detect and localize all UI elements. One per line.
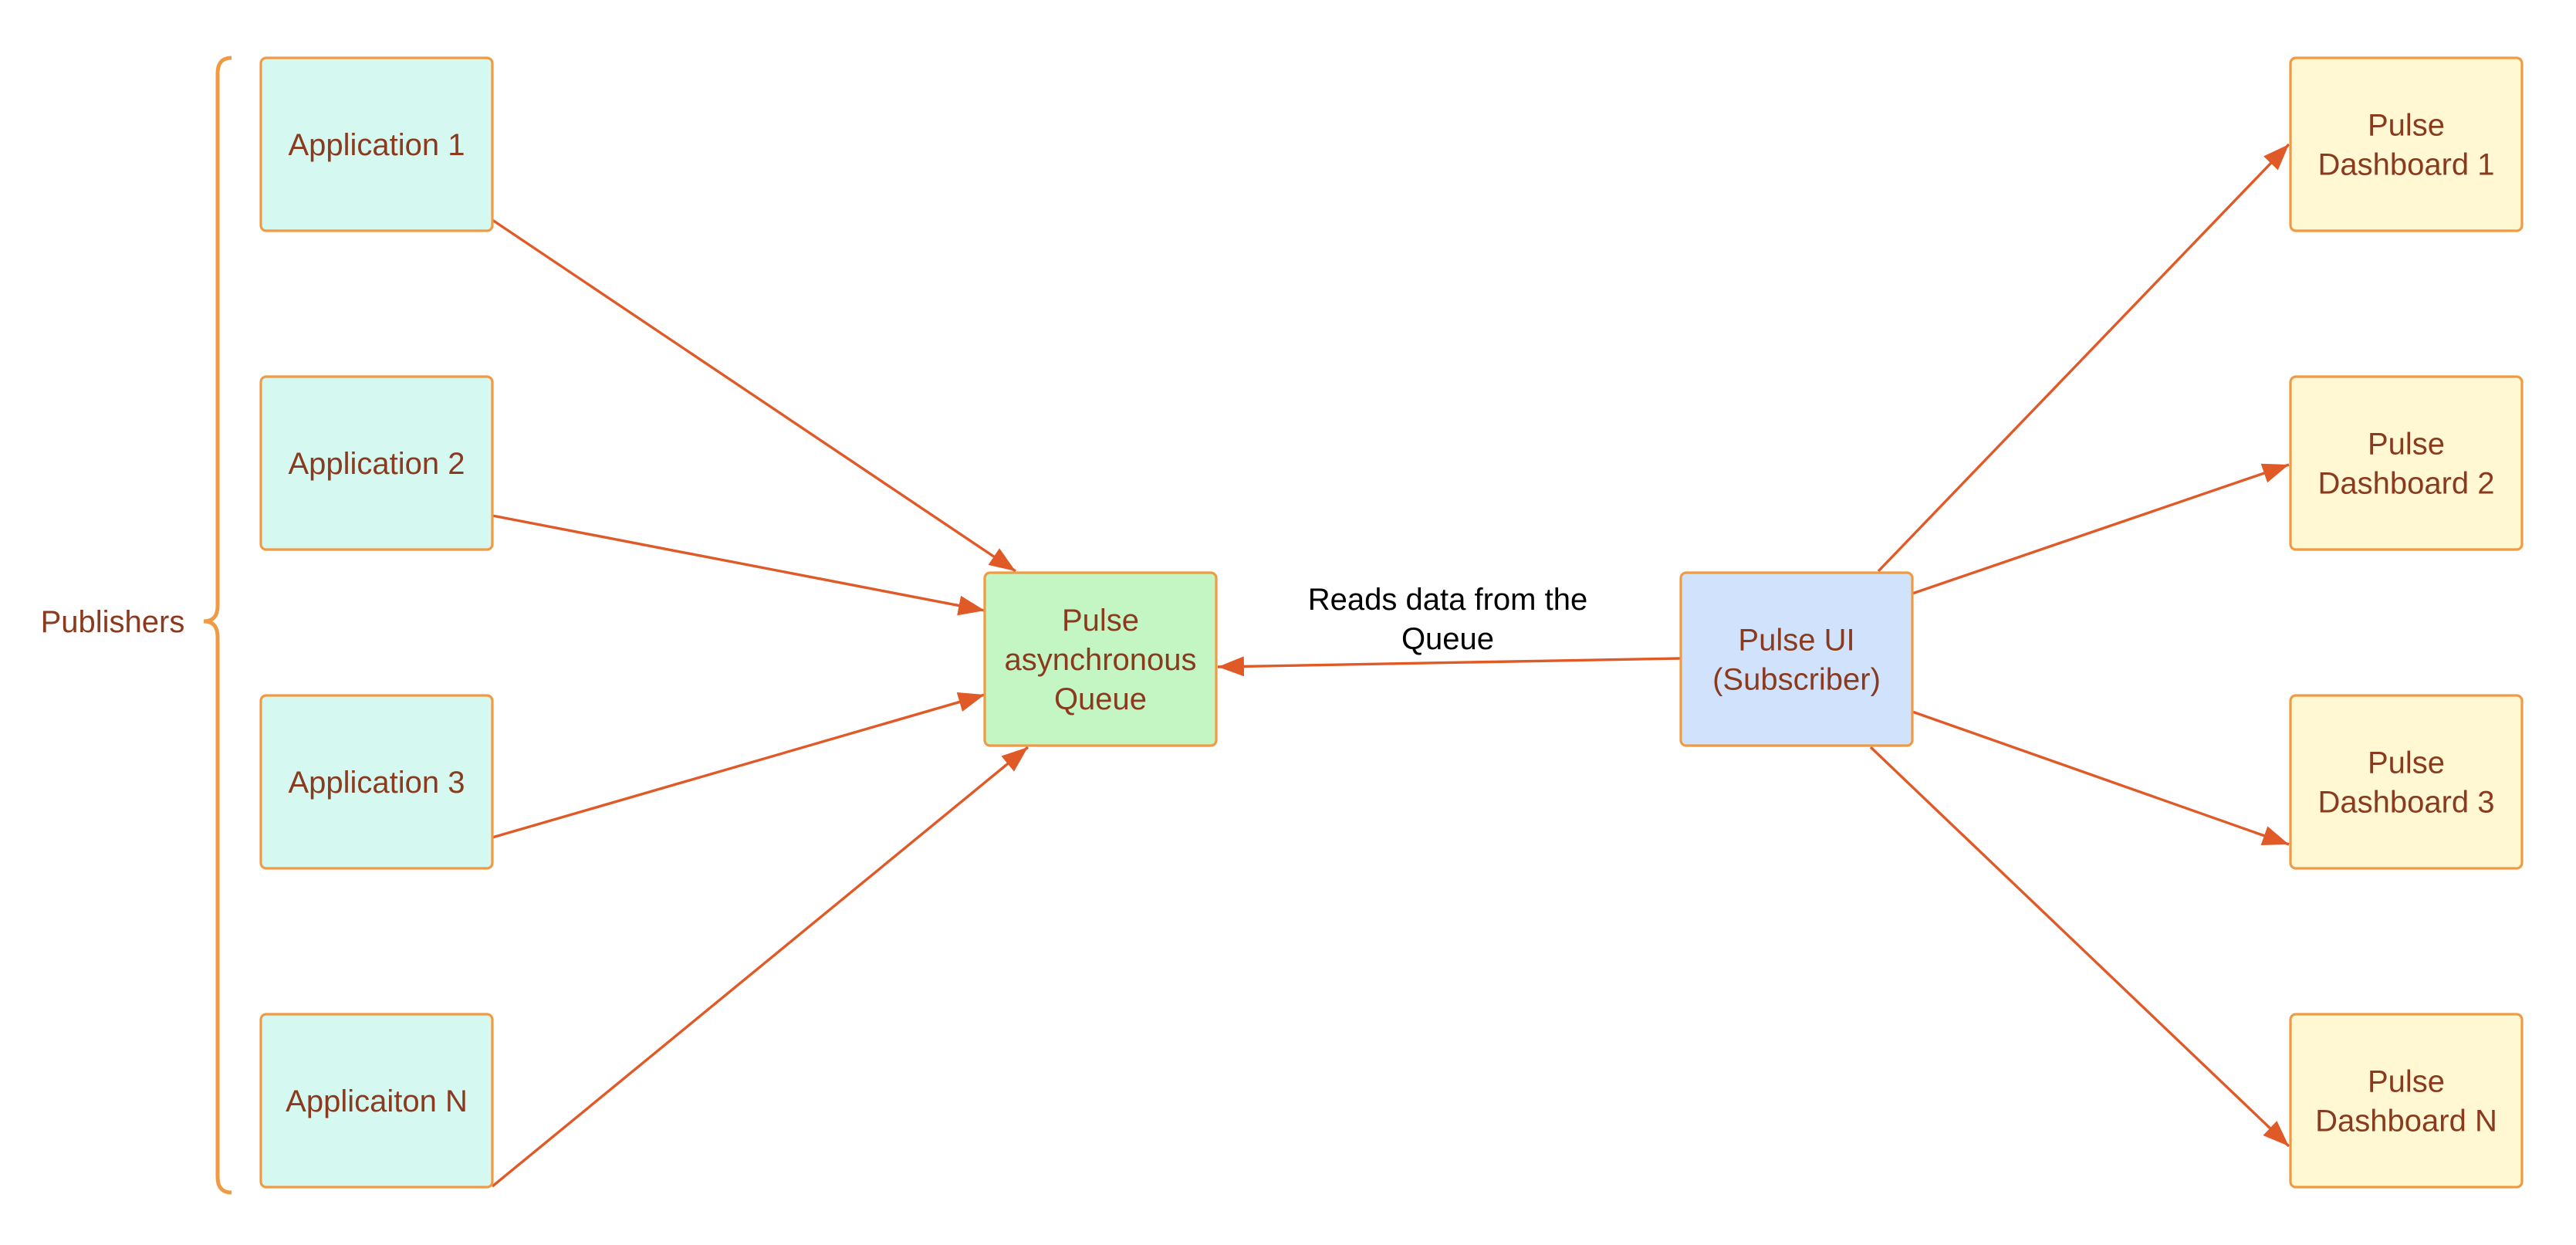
publisher-box xyxy=(259,56,494,232)
node-app1: Application 1 xyxy=(259,56,494,232)
publisher-box xyxy=(259,375,494,551)
dashboard-box xyxy=(2289,694,2524,870)
edge-label-line: Reads data from the xyxy=(1308,583,1587,617)
node-appN: Applicaiton N xyxy=(259,1013,494,1189)
node-label-line: asynchronous xyxy=(1004,643,1196,677)
arrow-ui-to-dash3 xyxy=(1912,710,2290,846)
node-label-line: Dashboard 2 xyxy=(2317,467,2494,501)
edge-label-line: Queue xyxy=(1401,622,1494,656)
node-ui: Pulse UI (Subscriber) xyxy=(1679,571,1914,747)
arrow-app3-to-queue xyxy=(492,692,985,839)
node-label-line: Application 2 xyxy=(288,447,465,481)
subscriber-label: Pulse UI (Subscriber) xyxy=(1712,624,1881,697)
publishers-label: Publishers xyxy=(41,605,185,639)
arrow-app2-to-queue xyxy=(492,514,985,616)
node-app2: Application 2 xyxy=(259,375,494,551)
nodes-layer: Application 1 Application 2 Application 3 A… xyxy=(259,56,2524,1189)
publisher-box xyxy=(259,1013,494,1189)
arrow-ui-to-dashN xyxy=(1869,746,2290,1148)
publisher-label: Application 1 xyxy=(288,128,465,162)
node-label-line: Queue xyxy=(1054,682,1147,716)
node-label-line: Pulse xyxy=(2368,1065,2445,1099)
node-label-line: Pulse xyxy=(2368,428,2445,462)
arrow-ui-to-dash2 xyxy=(1912,463,2290,595)
node-label-line: Dashboard 3 xyxy=(2317,786,2494,820)
node-label-line: Dashboard 1 xyxy=(2317,148,2494,182)
publisher-box xyxy=(259,694,494,870)
queue-box xyxy=(983,571,1218,747)
connectors-layer xyxy=(491,143,2290,1188)
node-label-line: Pulse UI xyxy=(1738,624,1854,658)
dashboard-box xyxy=(2289,1013,2524,1189)
subscriber-box xyxy=(1679,571,1914,747)
node-label-line: (Subscriber) xyxy=(1712,663,1881,697)
node-label-line: Application 3 xyxy=(288,766,465,800)
dashboard-box xyxy=(2289,56,2524,232)
publisher-label: Application 3 xyxy=(288,766,465,800)
publisher-label: Applicaiton N xyxy=(286,1084,468,1118)
publishers-brace xyxy=(203,56,232,1195)
dashboard-box xyxy=(2289,375,2524,551)
node-label-line: Pulse xyxy=(2368,109,2445,143)
node-label-line: Applicaiton N xyxy=(286,1084,468,1118)
node-app3: Application 3 xyxy=(259,694,494,870)
node-label-line: Pulse xyxy=(1062,604,1139,638)
node-label-line: Dashboard N xyxy=(2315,1105,2497,1138)
publisher-label: Application 2 xyxy=(288,447,465,481)
node-label-line: Application 1 xyxy=(288,128,465,162)
arrow-ui-to-queue xyxy=(1217,656,1682,677)
arrow-ui-to-dash1 xyxy=(1877,143,2290,573)
node-label-line: Pulse xyxy=(2368,746,2445,780)
arrow-app1-to-queue xyxy=(492,218,1016,573)
arrow-appN-to-queue xyxy=(491,746,1029,1188)
